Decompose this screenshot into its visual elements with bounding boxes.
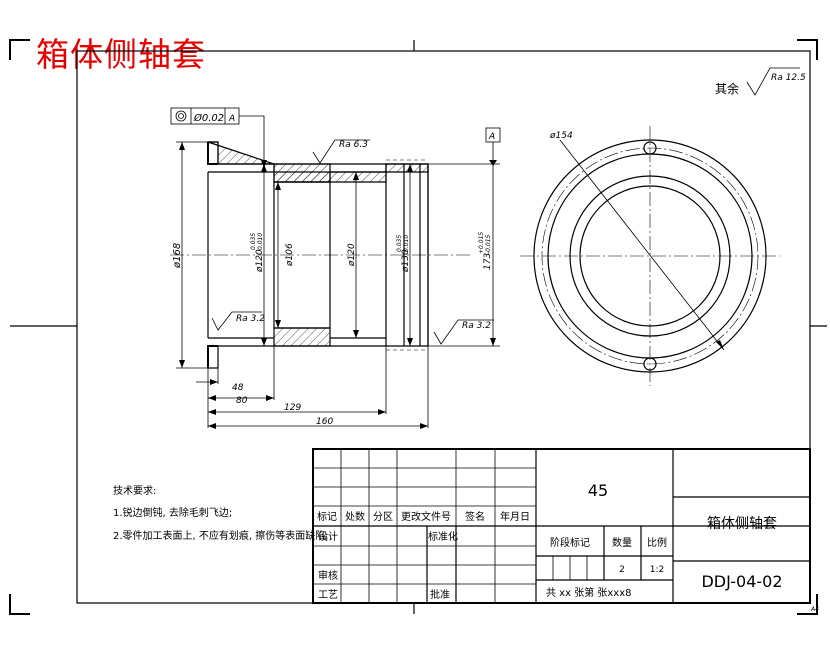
dim-d6-lower: -0.015	[485, 234, 492, 254]
dim-pcd: ø154	[549, 131, 573, 141]
sheet-corner-marks	[9, 39, 818, 615]
col-date: 年月日	[500, 510, 530, 523]
runout-datum-ref: A	[228, 114, 235, 124]
dim-80: 80	[236, 396, 248, 406]
label-approve: 批准	[430, 588, 450, 601]
section-view: ø168 ø120 0.035 0.010 ø106 ø120 ø130 0.0…	[170, 141, 500, 429]
dim-129: 129	[284, 403, 301, 413]
dim-d5: ø130	[401, 249, 411, 273]
dim-d2: ø120	[255, 249, 265, 273]
dim-d5-lower: 0.010	[403, 235, 410, 252]
scale-value: 1:2	[650, 565, 664, 575]
roughness-left-value: Ra 3.2	[236, 314, 265, 324]
label-design: 设计	[318, 530, 338, 543]
col-docno: 更改文件号	[401, 510, 451, 523]
col-zone: 分区	[373, 511, 393, 523]
notes-heading: 技术要求:	[113, 484, 156, 497]
roughness-right-value: Ra 3.2	[462, 321, 491, 331]
dim-d4: ø120	[347, 243, 357, 267]
quantity-value: 2	[619, 565, 625, 575]
material: 45	[588, 481, 608, 500]
roughness-top: Ra 6.3	[312, 139, 370, 164]
label-stage: 阶段标记	[550, 536, 590, 549]
dim-d3: ø106	[285, 243, 295, 267]
dim-48: 48	[232, 383, 244, 393]
title-block: 45 箱体侧轴套 DDJ-04-02 标记 处数 分区 更改文件号 签名 年月日…	[312, 448, 819, 613]
datum-label: A	[488, 132, 495, 142]
sheet-info: 共 xx 张第 张xxx8	[546, 586, 632, 599]
dim-d6-upper: +0.015	[478, 232, 485, 254]
drawing-title: 箱体侧轴套	[36, 35, 206, 74]
note-1: 1.锐边倒钝, 去除毛刺飞边;	[113, 506, 232, 519]
datum-a: A	[485, 127, 501, 166]
dim-160: 160	[316, 417, 333, 427]
dim-d2-upper: 0.035	[250, 233, 257, 250]
label-standard: 标准化	[428, 530, 458, 543]
sheet-code: A4	[810, 606, 819, 613]
default-roughness-value: Ra 12.5	[771, 73, 806, 83]
end-view: ø154	[520, 126, 780, 386]
note-2: 2.零件加工表面上, 不应有划痕, 擦伤等表面缺陷;	[113, 529, 329, 542]
dim-d6: 173	[483, 253, 493, 270]
centering-marks	[10, 40, 827, 614]
label-review: 审核	[318, 569, 338, 582]
dim-d2-lower: 0.010	[257, 233, 264, 250]
roughness-top-value: Ra 6.3	[339, 140, 368, 150]
drawing-number: DDJ-04-02	[701, 572, 782, 591]
col-count: 处数	[345, 510, 365, 523]
col-sign: 签名	[465, 510, 485, 523]
default-roughness-prefix: 其余	[715, 81, 739, 96]
part-name: 箱体侧轴套	[707, 516, 777, 532]
col-mark: 标记	[317, 511, 337, 523]
default-roughness: 其余 Ra 12.5	[715, 67, 806, 96]
label-quantity: 数量	[612, 536, 632, 549]
technical-notes: 技术要求: 1.锐边倒钝, 去除毛刺飞边; 2.零件加工表面上, 不应有划痕, …	[113, 484, 329, 542]
runout-value: Ø0.02	[193, 112, 224, 124]
label-process: 工艺	[318, 589, 338, 601]
label-scale: 比例	[647, 536, 667, 549]
dim-d5-upper: 0.035	[396, 235, 403, 252]
dim-d1: ø168	[172, 243, 183, 269]
